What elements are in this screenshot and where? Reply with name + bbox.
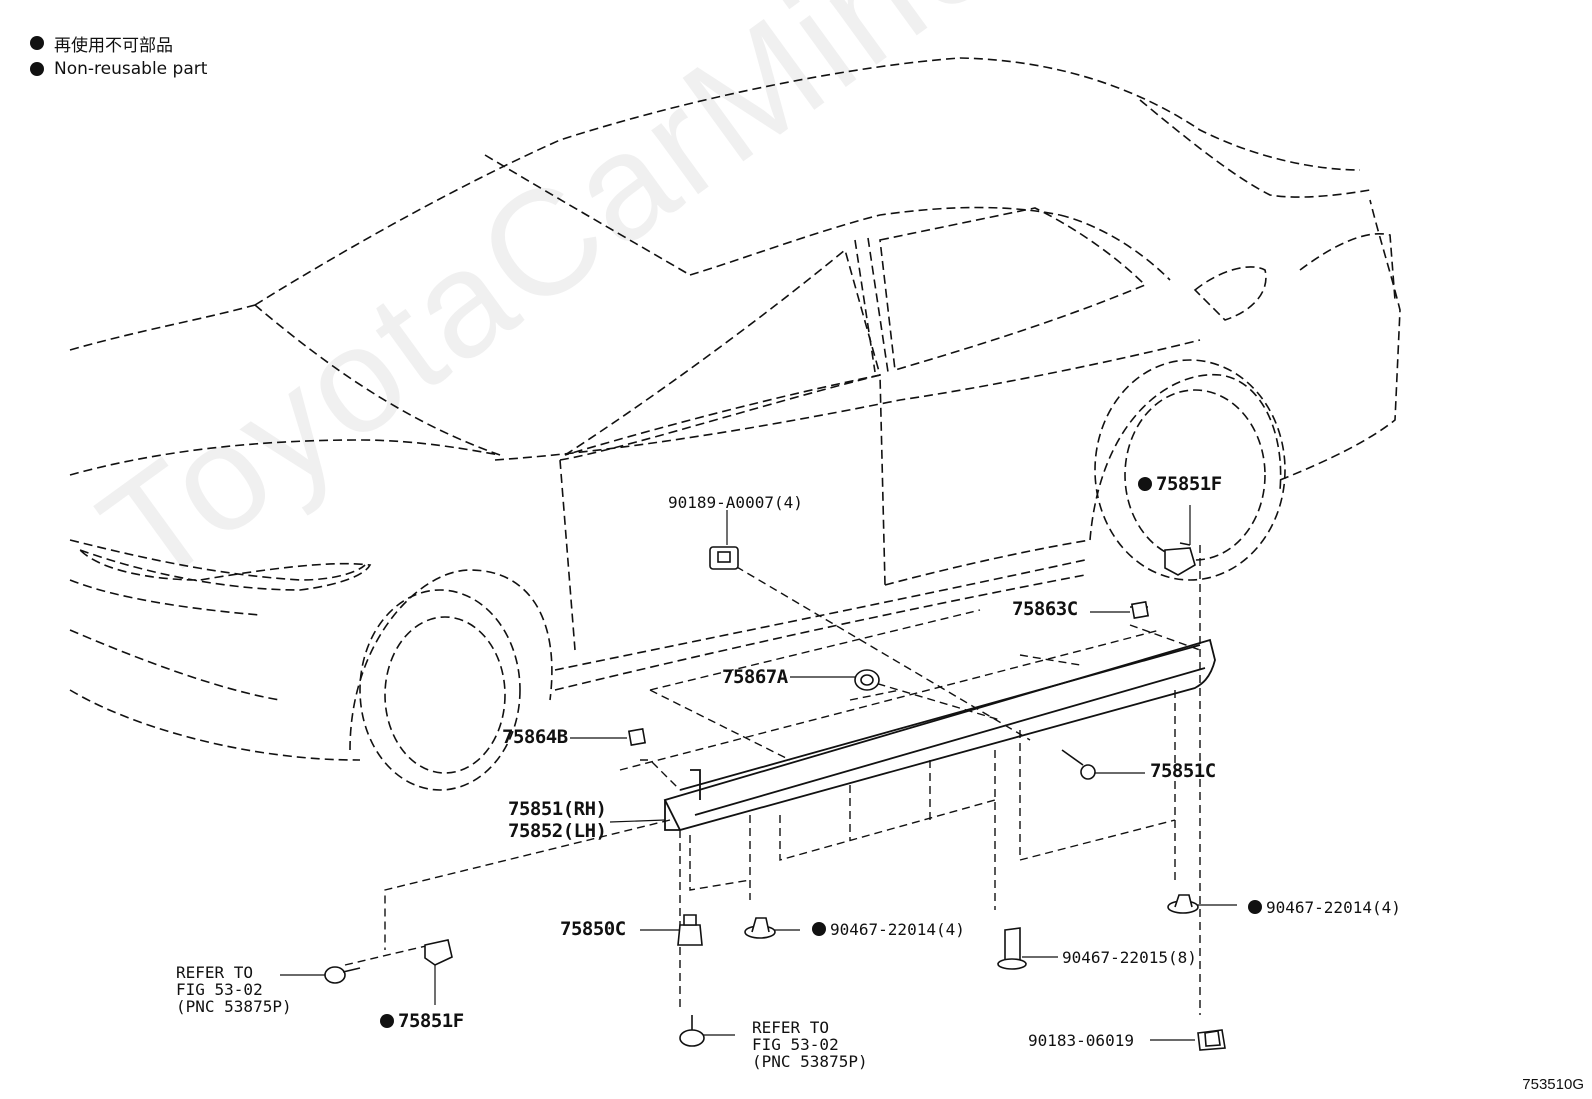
legend-item-jp: 再使用不可部品 bbox=[30, 30, 207, 56]
guide-lines bbox=[344, 545, 1201, 1015]
label-75851C: 75851C bbox=[1150, 760, 1216, 782]
clip-90467-22015 bbox=[997, 927, 1027, 970]
headlamp bbox=[79, 549, 372, 591]
refer-left-line1: REFER TO bbox=[176, 963, 254, 982]
pad-75863C bbox=[1130, 600, 1150, 620]
label-75852-LH: 75852(LH) bbox=[508, 820, 607, 842]
front-door bbox=[559, 373, 886, 651]
label-90467-22014-mid-text: 90467-22014(4) bbox=[830, 920, 965, 939]
rocker-upper bbox=[554, 559, 1086, 671]
label-75867A: 75867A bbox=[722, 666, 788, 688]
c-pillar bbox=[1139, 99, 1371, 198]
rear-window bbox=[1059, 214, 1171, 281]
car-body-outline bbox=[69, 57, 1401, 791]
refer-left-line2: FIG 53-02 bbox=[176, 979, 263, 999]
rocker-lower bbox=[554, 574, 1086, 691]
label-75863C: 75863C bbox=[1012, 598, 1078, 620]
figure-code: 753510G bbox=[1522, 1076, 1584, 1093]
refer-bottom-line1: REFER TO bbox=[752, 1018, 830, 1037]
label-90467-22015: 90467-22015(8) bbox=[1062, 948, 1197, 967]
front-wheel-arch bbox=[349, 569, 553, 751]
rear-door-window bbox=[879, 207, 1147, 372]
label-90183-06019: 90183-06019 bbox=[1028, 1031, 1134, 1050]
legend-item-en: Non-reusable part bbox=[30, 56, 207, 82]
clip-75850C bbox=[677, 914, 703, 946]
rocker-moulding bbox=[663, 638, 1216, 832]
non-reusable-dot-icon bbox=[812, 922, 826, 936]
label-90467-22014-right-text: 90467-22014(4) bbox=[1266, 898, 1401, 917]
beltline bbox=[494, 339, 1201, 461]
rear-wheel-arch bbox=[1089, 373, 1282, 541]
bolt-refer-left bbox=[324, 966, 361, 984]
non-reusable-dot-icon bbox=[380, 1014, 394, 1028]
clip-90189 bbox=[709, 546, 739, 570]
front-fascia bbox=[69, 539, 366, 616]
leader-lines bbox=[280, 505, 1237, 1041]
a-pillar bbox=[689, 206, 1061, 276]
b-pillar bbox=[854, 237, 889, 373]
label-75851F-top: 75851F bbox=[1138, 473, 1222, 495]
non-reusable-dot-icon bbox=[30, 62, 44, 76]
label-75851-RH: 75851(RH) bbox=[508, 798, 607, 820]
label-90467-22014-mid: 90467-22014(4) bbox=[812, 920, 965, 939]
front-grille bbox=[69, 629, 281, 701]
label-90467-22014-right: 90467-22014(4) bbox=[1248, 898, 1401, 917]
label-75851F-top-text: 75851F bbox=[1156, 473, 1222, 495]
label-90189-A0007: 90189-A0007(4) bbox=[668, 493, 803, 512]
legend-text-jp: 再使用不可部品 bbox=[54, 35, 173, 56]
non-reusable-dot-icon bbox=[1138, 477, 1152, 491]
roof-line bbox=[254, 57, 1361, 306]
windshield-base bbox=[254, 304, 501, 456]
rear-door bbox=[884, 539, 1091, 586]
rear-end bbox=[1279, 199, 1401, 481]
grommet-75867A bbox=[854, 669, 880, 691]
fuel-door bbox=[1193, 266, 1267, 321]
nut-90467-22014-right bbox=[1167, 894, 1199, 914]
rear-wheel bbox=[1094, 359, 1286, 581]
nut-90183-06019 bbox=[1197, 1029, 1226, 1051]
rear-wheel-inner bbox=[1124, 389, 1266, 561]
clip-75851F-top bbox=[1164, 542, 1196, 576]
label-75850C: 75850C bbox=[560, 918, 626, 940]
pad-75864B bbox=[627, 727, 647, 747]
refer-bottom-line2: FIG 53-02 bbox=[752, 1034, 839, 1054]
refer-note-bottom: REFER TO FIG 53-02 (PNC 53875P) bbox=[752, 1018, 868, 1071]
bolt-refer-bottom bbox=[679, 1015, 705, 1047]
refer-note-left: REFER TO FIG 53-02 (PNC 53875P) bbox=[176, 963, 292, 1016]
hood bbox=[69, 304, 501, 476]
front-window bbox=[564, 248, 882, 456]
screw-75851C bbox=[1061, 749, 1096, 780]
label-75851F-bottom: 75851F bbox=[380, 1010, 464, 1032]
windshield-top bbox=[484, 154, 691, 276]
front-wheel bbox=[359, 589, 521, 791]
front-bumper bbox=[69, 689, 361, 761]
legend-text-en: Non-reusable part bbox=[54, 59, 208, 79]
tail-lamp bbox=[1299, 232, 1396, 301]
label-75851F-bottom-text: 75851F bbox=[398, 1010, 464, 1032]
nut-90467-22014-mid bbox=[744, 917, 776, 939]
refer-left-line3: (PNC 53875P) bbox=[176, 996, 292, 1016]
hardware-parts bbox=[324, 542, 1226, 1051]
legend: 再使用不可部品 Non-reusable part bbox=[30, 30, 207, 82]
non-reusable-dot-icon bbox=[1248, 900, 1262, 914]
clip-75851F-bottom bbox=[424, 939, 453, 966]
non-reusable-dot-icon bbox=[30, 36, 44, 50]
label-75864B: 75864B bbox=[502, 726, 568, 748]
refer-bottom-line3: (PNC 53875P) bbox=[752, 1051, 868, 1071]
front-wheel-inner bbox=[384, 616, 506, 774]
